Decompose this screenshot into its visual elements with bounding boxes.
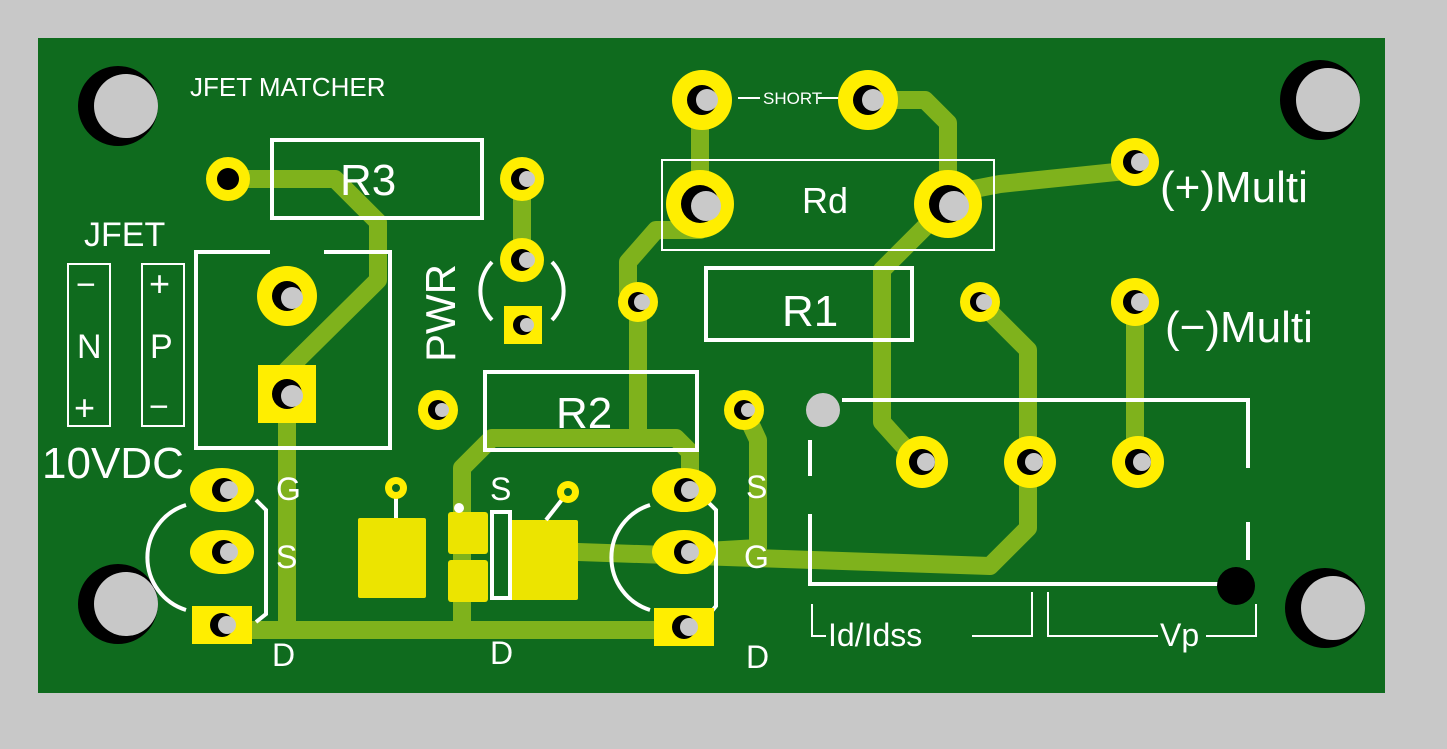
trace-rd-socket bbox=[873, 195, 957, 471]
smd-pads bbox=[358, 512, 578, 602]
pad-right-jfet-d bbox=[654, 608, 714, 646]
jfet-label: JFET bbox=[84, 216, 165, 254]
pad-left-jfet-g bbox=[190, 468, 254, 512]
pad-led-cathode bbox=[504, 306, 542, 344]
pad-r1-left bbox=[618, 282, 658, 322]
pads bbox=[190, 70, 1164, 646]
pad-r3-left bbox=[206, 157, 250, 201]
trace-mid-d bbox=[453, 429, 699, 639]
smd-pad-2 bbox=[448, 512, 488, 554]
r2-label: R2 bbox=[556, 389, 612, 438]
pwr-led-left-arc bbox=[478, 260, 494, 322]
pad-power-square bbox=[258, 365, 316, 423]
pad-power-top bbox=[257, 266, 317, 326]
pad-short-left bbox=[672, 70, 732, 130]
pwr-led-right-arc bbox=[550, 260, 566, 322]
id-idss-bracket-right bbox=[972, 592, 1033, 637]
smd-pad-1 bbox=[358, 518, 426, 598]
board-title: JFET MATCHER bbox=[190, 72, 385, 102]
mid-s-label: S bbox=[490, 471, 511, 507]
rd-outline bbox=[661, 159, 995, 251]
right-jfet-s-label: S bbox=[746, 469, 767, 505]
trace-r1-socket bbox=[511, 293, 1037, 575]
rd-label: Rd bbox=[802, 180, 848, 221]
mount-hole-top-right bbox=[1280, 60, 1360, 140]
left-jfet-s-label: S bbox=[276, 539, 297, 575]
vp-label: Vp bbox=[1160, 617, 1199, 653]
multi-plus-label: (+)Multi bbox=[1160, 163, 1308, 212]
socket-outline-base bbox=[808, 514, 1225, 586]
mount-hole-bottom-left bbox=[78, 564, 158, 644]
left-jfet-g-label: G bbox=[276, 471, 301, 507]
pad-socket-1 bbox=[896, 436, 948, 488]
pad-right-jfet-g bbox=[652, 530, 716, 574]
pad-r3-right bbox=[500, 157, 544, 201]
n-marking-box bbox=[67, 263, 111, 427]
mount-hole-bottom-right bbox=[1285, 568, 1365, 648]
p-marking-box bbox=[141, 263, 185, 427]
pad-socket-2 bbox=[1004, 436, 1056, 488]
smd-pad-3 bbox=[448, 560, 488, 602]
short-label: SHORT bbox=[763, 89, 822, 108]
pad-led-anode bbox=[500, 238, 544, 282]
pad-r2-left bbox=[418, 390, 458, 430]
pcb-board bbox=[38, 38, 1385, 693]
power-connector-outline bbox=[194, 250, 392, 450]
socket-outline-top bbox=[842, 398, 1250, 468]
vp-bracket-right bbox=[1206, 604, 1257, 637]
right-jfet-d-label: D bbox=[746, 639, 769, 675]
n-plus-label: + bbox=[74, 387, 95, 428]
p-label: P bbox=[150, 328, 173, 366]
right-jfet-outline bbox=[609, 503, 651, 612]
pad-r2-right bbox=[724, 390, 764, 430]
r3-label: R3 bbox=[340, 156, 396, 205]
id-idss-bracket bbox=[811, 604, 826, 637]
test-points bbox=[385, 477, 579, 513]
n-label: N bbox=[77, 328, 102, 366]
pad-left-jfet-d bbox=[192, 606, 252, 644]
pad-rd-right bbox=[914, 170, 982, 238]
pad-rd-left bbox=[666, 170, 734, 238]
silkscreen bbox=[67, 97, 1257, 637]
multi-minus-label: (−)Multi bbox=[1165, 303, 1313, 352]
pad-left-jfet-s bbox=[190, 530, 254, 574]
p-plus-label: + bbox=[149, 263, 170, 304]
supply-label: 10VDC bbox=[42, 439, 184, 488]
left-jfet-flat bbox=[254, 498, 268, 624]
silkscreen-text: JFET MATCHER SHORT R3 Rd R1 R2 JFET − N … bbox=[42, 72, 1313, 675]
mount-holes bbox=[78, 60, 1365, 648]
pad-right-jfet-s bbox=[652, 468, 716, 512]
pad-multi-minus bbox=[1111, 278, 1159, 326]
mount-hole-top-left bbox=[78, 66, 158, 146]
left-jfet-outline bbox=[145, 503, 187, 612]
n-minus-label: − bbox=[76, 266, 96, 304]
socket-ref-holes bbox=[806, 393, 1255, 605]
pad-r1-right bbox=[960, 282, 1000, 322]
smd-pad-4 bbox=[510, 520, 578, 600]
left-jfet-d-label: D bbox=[272, 637, 295, 673]
r1-outline bbox=[704, 266, 914, 342]
id-idss-label: Id/Idss bbox=[828, 617, 922, 653]
p-minus-label: − bbox=[149, 388, 169, 426]
pad-short-right bbox=[838, 70, 898, 130]
r2-outline bbox=[483, 370, 699, 452]
pad-multi-plus bbox=[1111, 138, 1159, 186]
vp-bracket bbox=[1047, 592, 1158, 637]
pwr-label: PWR bbox=[417, 264, 464, 362]
r3-outline bbox=[270, 138, 484, 220]
mid-d-label: D bbox=[490, 635, 513, 671]
r1-label: R1 bbox=[782, 287, 838, 336]
pad-socket-3 bbox=[1112, 436, 1164, 488]
right-jfet-g-label: G bbox=[744, 539, 769, 575]
